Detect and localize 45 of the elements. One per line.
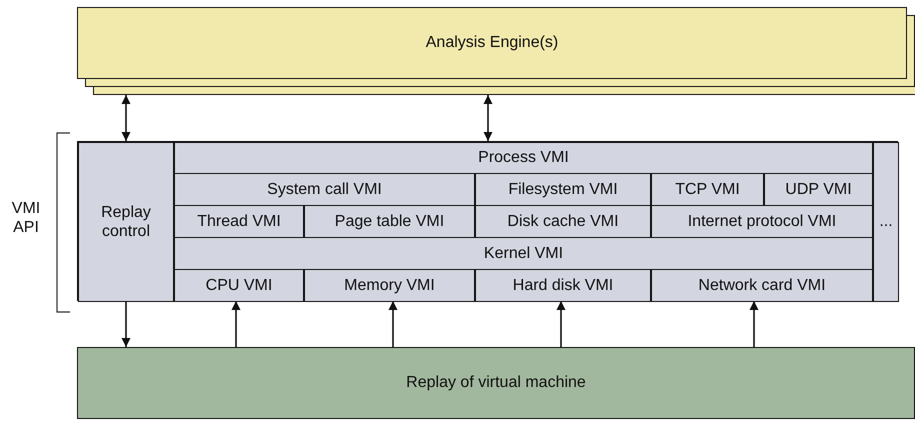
more-cell: [873, 142, 899, 302]
layer-cell: [651, 269, 873, 302]
arrow: [388, 301, 398, 347]
layer-cell: [174, 237, 873, 270]
node-label: Disk cache VMI: [507, 212, 619, 232]
engine-box: [77, 7, 907, 79]
side-label: VMI API: [10, 199, 42, 238]
node-label: Memory VMI: [344, 276, 435, 296]
layer-cell: [174, 205, 304, 238]
arrow: [232, 301, 240, 347]
layer-cell: [475, 269, 651, 302]
node-label: Analysis Engine(s): [426, 33, 558, 53]
arrow: [484, 95, 492, 141]
layer-cell: [174, 142, 873, 174]
api-panel: [77, 141, 898, 301]
node-label: Thread VMI: [197, 212, 281, 232]
node-label: Process VMI: [478, 148, 569, 168]
layer-cell: [174, 173, 475, 206]
node-label: System call VMI: [267, 180, 382, 200]
control-cell: [78, 142, 174, 302]
node-label: Internet protocol VMI: [688, 212, 836, 232]
layer-cell: [475, 205, 651, 238]
node-label: UDP VMI: [785, 180, 852, 200]
layer-cell: [475, 173, 651, 206]
node-label: CPU VMI: [206, 276, 272, 296]
node-label: Replay control: [100, 202, 152, 242]
node-label: Filesystem VMI: [508, 180, 618, 200]
layer-cell: [304, 205, 475, 238]
arrow: [556, 301, 566, 347]
arrow: [122, 95, 130, 141]
layer-cell: [764, 173, 873, 206]
machine-box: [77, 347, 915, 419]
layer-cell: [651, 173, 764, 206]
layer-cell: [174, 269, 304, 302]
node-label: TCP VMI: [675, 180, 740, 200]
layer-cell: [651, 205, 873, 238]
node-label: Replay of virtual machine: [406, 373, 586, 393]
node-label: Page table VMI: [334, 212, 444, 232]
node-label: Kernel VMI: [484, 244, 564, 264]
arrow: [750, 301, 758, 347]
node-label: ...: [879, 212, 893, 232]
node-label: Network card VMI: [698, 276, 826, 296]
arrow: [122, 301, 130, 347]
node-label: Hard disk VMI: [512, 276, 614, 296]
layer-cell: [304, 269, 475, 302]
